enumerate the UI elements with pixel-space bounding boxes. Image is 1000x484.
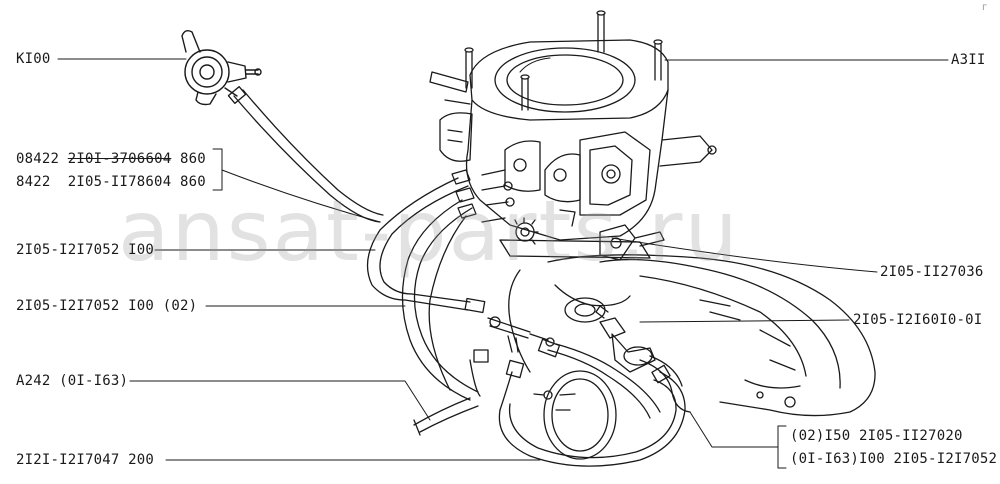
bracket-08422 [212, 148, 223, 191]
label-k100[interactable]: KI00 [16, 51, 51, 67]
carburetor-body [429, 10, 717, 261]
label-08422-prefix: 08422 [16, 151, 68, 167]
leader-2105-i21610-01 [639, 319, 850, 323]
intake-manifold [508, 254, 876, 417]
hoses [227, 86, 691, 467]
label-2105-i217052-100-02[interactable]: 2I05-I2I7052 I00 (02) [16, 298, 198, 314]
label-2121-i217047-200[interactable]: 2I2I-I2I7047 200 [16, 452, 155, 468]
label-08422-struck-number: 2I0I-3706604 [67, 151, 172, 167]
label-02-150[interactable]: (02)I50 2I05-II27020 [790, 428, 963, 444]
hose-nozzles [451, 169, 477, 219]
leader-a242 [129, 380, 431, 421]
label-2105-i217052-100[interactable]: 2I05-I2I7052 I00 [16, 242, 155, 258]
label-a242[interactable]: A242 (0I-I63) [16, 373, 129, 389]
leader-02-150 [689, 411, 779, 448]
label-08422-suffix: 860 [171, 151, 206, 167]
vacuum-valve-k100 [181, 29, 262, 106]
bracket-02-150 [777, 425, 787, 469]
vacuum-switch-valve [595, 305, 656, 373]
label-01-163-100[interactable]: (0I-I63)I00 2I05-I2I7052 [790, 451, 998, 467]
label-2105-i21610-01[interactable]: 2I05-I2I60I0-0I [853, 312, 983, 328]
label-a311[interactable]: A3II [951, 52, 986, 68]
leader-lines [57, 58, 949, 469]
brake-booster [533, 370, 617, 460]
label-2105-ii27036[interactable]: 2I05-II27036 [880, 264, 984, 280]
corner-mark: г [982, 2, 988, 13]
label-08422[interactable]: 08422 2I0I-3706604 860 [16, 151, 206, 167]
label-8422[interactable]: 8422 2I05-II78604 860 [16, 174, 206, 190]
